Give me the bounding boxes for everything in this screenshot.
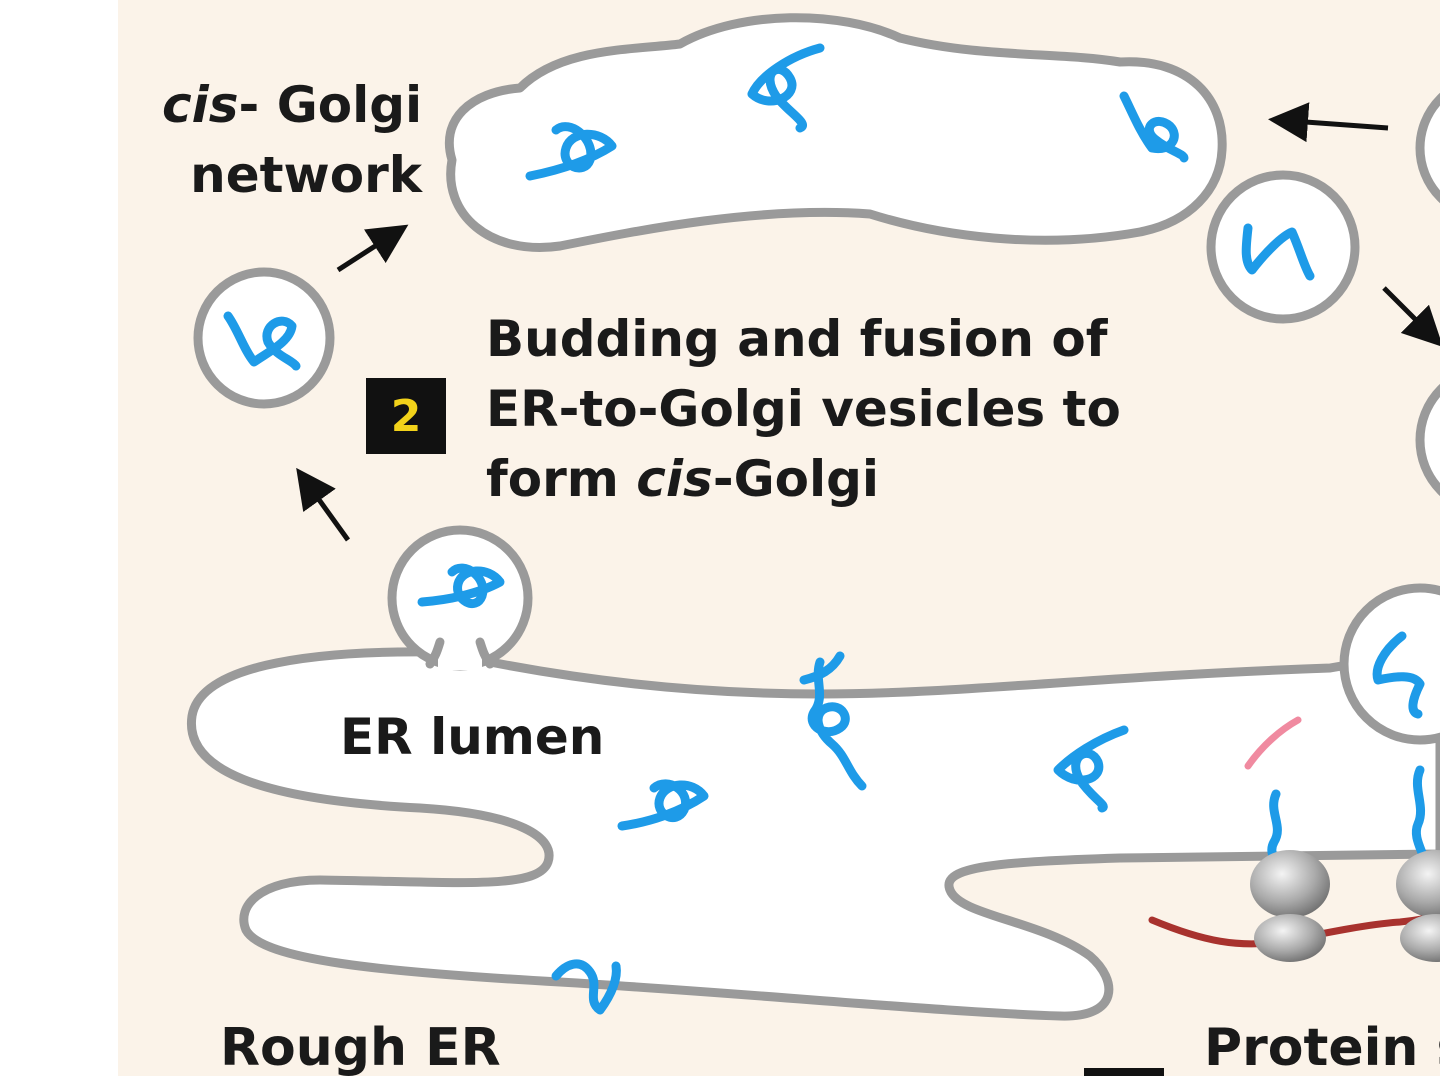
protein-er-right-bud: [1372, 631, 1425, 719]
protein-er-lumen-2: [1053, 725, 1129, 813]
protein-er-lumen-1: [617, 779, 709, 831]
rough-er-label: Rough ER: [220, 1018, 501, 1076]
edge-vesicle-middle: [1415, 383, 1440, 497]
protein-golgi-3: [1119, 91, 1189, 163]
er-lumen-label: ER lumen: [340, 708, 605, 766]
step-line-1: Budding and fusion of: [486, 310, 1108, 368]
arrow-into-golgi-right: [1268, 102, 1389, 143]
arrow-vesicle-to-er: [296, 467, 351, 542]
edge-vesicle-upper: [1415, 92, 1440, 204]
er-bud-neck: [438, 640, 482, 670]
protein-er-lower: [551, 959, 621, 1015]
rough-er-body: [186, 647, 1440, 1021]
step-2-badge: 2: [366, 378, 446, 454]
network-text: network: [190, 146, 422, 204]
golgi-budding-vesicle: [1206, 170, 1360, 324]
er-bud-neck-outline: [425, 637, 495, 669]
step-line-2: ER-to-Golgi vesicles to: [486, 380, 1121, 438]
step-2-description: Budding and fusion of ER-to-Golgi vesicl…: [486, 304, 1121, 514]
protein-synthesis-label: Protein s: [1204, 1018, 1440, 1076]
step-line-3: form cis-Golgi: [486, 444, 1121, 514]
protein-free-vesicle: [223, 311, 301, 371]
step-line-3-prefix: form: [486, 450, 637, 508]
ribosome-1: [1250, 850, 1330, 962]
signal-peptide: [1244, 716, 1302, 770]
protein-golgi-vesicle: [1241, 223, 1315, 281]
arrow-vesicle-to-golgi: [336, 224, 409, 273]
cis-golgi-cisterna: [444, 13, 1227, 252]
step-line-3-italic: cis: [636, 450, 713, 508]
cis-italic: cis: [162, 76, 239, 134]
protein-er-bud: [417, 563, 505, 608]
golgi-text: - Golgi: [238, 76, 423, 134]
step-line-3-suffix: -Golgi: [712, 450, 880, 508]
protein-er-crossing: [799, 651, 867, 791]
protein-golgi-1: [525, 122, 617, 181]
partial-step-badge: [1084, 1068, 1164, 1076]
ribosome-2: [1396, 850, 1440, 962]
protein-golgi-2: [747, 43, 825, 133]
arrow-golgi-down-right: [1382, 286, 1440, 348]
cis-golgi-network-label: cis- Golgi network: [162, 70, 422, 210]
